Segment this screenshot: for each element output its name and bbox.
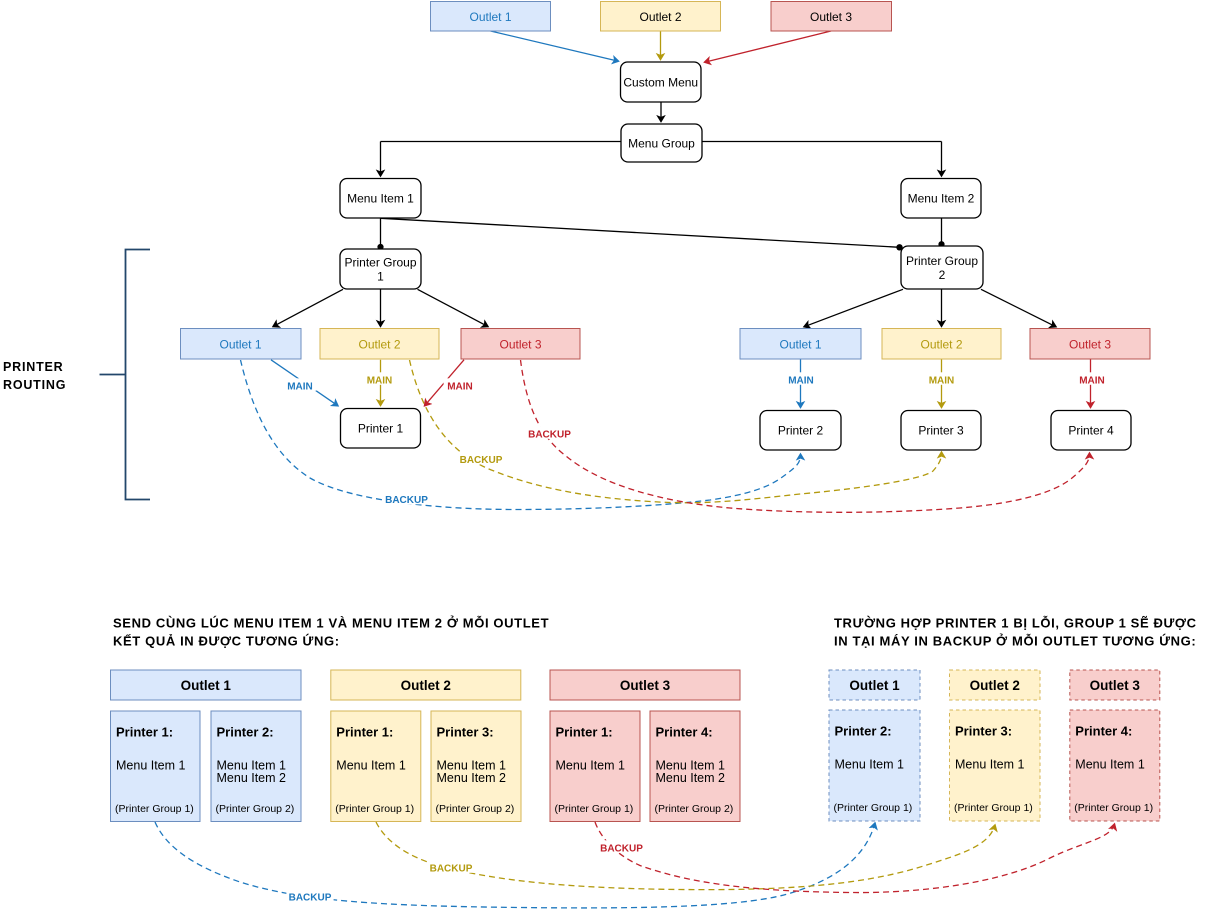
svg-text:Printer 1:: Printer 1:	[556, 725, 613, 740]
svg-text:(Printer Group 1): (Printer Group 1)	[335, 803, 414, 815]
svg-text:Outlet 3: Outlet 3	[810, 10, 852, 24]
svg-text:Printer Group: Printer Group	[344, 255, 416, 269]
svg-text:Menu Item 1: Menu Item 1	[437, 759, 507, 773]
svg-text:Menu Item 2: Menu Item 2	[437, 771, 507, 785]
svg-text:IN TẠI MÁY IN BACKUP Ở MỖI OUT: IN TẠI MÁY IN BACKUP Ở MỖI OUTLET TƯƠNG …	[834, 634, 1196, 649]
svg-text:(Printer Group 2): (Printer Group 2)	[436, 803, 515, 815]
svg-text:MAIN: MAIN	[929, 376, 955, 387]
svg-text:BACKUP: BACKUP	[600, 844, 643, 855]
svg-text:Outlet 2: Outlet 2	[970, 678, 1020, 693]
svg-text:Outlet 3: Outlet 3	[1069, 338, 1111, 352]
svg-text:BACKUP: BACKUP	[385, 495, 428, 506]
svg-text:Printer 4: Printer 4	[1068, 424, 1114, 438]
svg-text:Menu Item 1: Menu Item 1	[556, 759, 626, 773]
svg-text:(Printer Group 1): (Printer Group 1)	[954, 802, 1033, 814]
svg-text:Printer 1: Printer 1	[358, 422, 404, 436]
svg-text:MAIN: MAIN	[367, 376, 393, 387]
svg-text:Outlet 2: Outlet 2	[920, 338, 962, 352]
svg-text:BACKUP: BACKUP	[460, 455, 503, 466]
svg-text:Menu Item 1: Menu Item 1	[955, 758, 1025, 772]
svg-text:(Printer Group 1): (Printer Group 1)	[1074, 802, 1153, 814]
svg-text:Menu Item 1: Menu Item 1	[336, 759, 406, 773]
svg-text:Menu Item 1: Menu Item 1	[116, 759, 186, 773]
svg-text:Outlet 1: Outlet 1	[219, 338, 261, 352]
svg-text:Menu Group: Menu Group	[628, 136, 695, 150]
svg-text:Printer 2:: Printer 2:	[217, 725, 274, 740]
svg-text:Printer 4:: Printer 4:	[1075, 724, 1132, 739]
svg-text:1: 1	[377, 269, 384, 283]
svg-text:KẾT QUẢ IN ĐƯỢC TƯƠNG ỨNG:: KẾT QUẢ IN ĐƯỢC TƯƠNG ỨNG:	[113, 634, 340, 649]
svg-text:Printer 1:: Printer 1:	[116, 725, 173, 740]
svg-text:Menu Item 1: Menu Item 1	[1075, 758, 1145, 772]
svg-text:PRINTER: PRINTER	[3, 360, 63, 374]
svg-text:(Printer Group 2): (Printer Group 2)	[216, 803, 295, 815]
svg-text:MAIN: MAIN	[447, 382, 473, 393]
svg-text:Printer 3: Printer 3	[918, 424, 964, 438]
svg-text:Outlet 1: Outlet 1	[779, 338, 821, 352]
svg-text:(Printer Group 1): (Printer Group 1)	[555, 803, 634, 815]
svg-text:(Printer Group 2): (Printer Group 2)	[655, 803, 734, 815]
svg-text:Custom Menu: Custom Menu	[623, 75, 698, 89]
svg-text:(Printer Group 1): (Printer Group 1)	[115, 803, 194, 815]
svg-text:Menu Item 1: Menu Item 1	[217, 759, 287, 773]
svg-text:Outlet 3: Outlet 3	[499, 338, 541, 352]
svg-text:Outlet 2: Outlet 2	[358, 338, 400, 352]
svg-text:Printer 1:: Printer 1:	[336, 725, 393, 740]
svg-text:Outlet 1: Outlet 1	[849, 678, 900, 693]
svg-text:MAIN: MAIN	[287, 382, 313, 393]
svg-text:Menu Item 1: Menu Item 1	[347, 192, 414, 206]
svg-text:MAIN: MAIN	[1079, 376, 1105, 387]
svg-text:Menu Item 1: Menu Item 1	[835, 758, 905, 772]
svg-text:BACKUP: BACKUP	[289, 893, 332, 904]
svg-text:Printer 3:: Printer 3:	[955, 724, 1012, 739]
svg-text:BACKUP: BACKUP	[528, 430, 571, 441]
svg-text:Printer Group: Printer Group	[906, 254, 978, 268]
svg-text:ROUTING: ROUTING	[3, 378, 66, 392]
svg-text:Menu Item 2: Menu Item 2	[217, 771, 287, 785]
svg-text:Printer 4:: Printer 4:	[656, 725, 713, 740]
svg-text:Outlet 1: Outlet 1	[469, 10, 511, 24]
svg-text:2: 2	[939, 268, 946, 282]
svg-text:Printer 3:: Printer 3:	[437, 725, 494, 740]
svg-text:Menu Item 2: Menu Item 2	[908, 192, 975, 206]
svg-text:Outlet 2: Outlet 2	[639, 10, 681, 24]
svg-text:Outlet 3: Outlet 3	[1090, 678, 1141, 693]
svg-text:TRƯỜNG HỢP PRINTER 1 BỊ LỖI, G: TRƯỜNG HỢP PRINTER 1 BỊ LỖI, GROUP 1 SẼ …	[834, 616, 1197, 631]
svg-text:(Printer Group 1): (Printer Group 1)	[834, 802, 913, 814]
svg-text:Menu Item 2: Menu Item 2	[656, 771, 726, 785]
svg-text:Outlet 1: Outlet 1	[181, 678, 232, 693]
svg-text:Menu Item 1: Menu Item 1	[656, 759, 726, 773]
svg-text:Printer 2:: Printer 2:	[835, 724, 892, 739]
svg-text:MAIN: MAIN	[788, 376, 814, 387]
svg-text:Printer 2: Printer 2	[778, 424, 824, 438]
svg-text:BACKUP: BACKUP	[430, 864, 473, 875]
svg-text:SEND CÙNG LÚC MENU ITEM 1 VÀ M: SEND CÙNG LÚC MENU ITEM 1 VÀ MENU ITEM 2…	[113, 616, 549, 631]
svg-text:Outlet 2: Outlet 2	[401, 678, 451, 693]
svg-text:Outlet 3: Outlet 3	[620, 678, 671, 693]
